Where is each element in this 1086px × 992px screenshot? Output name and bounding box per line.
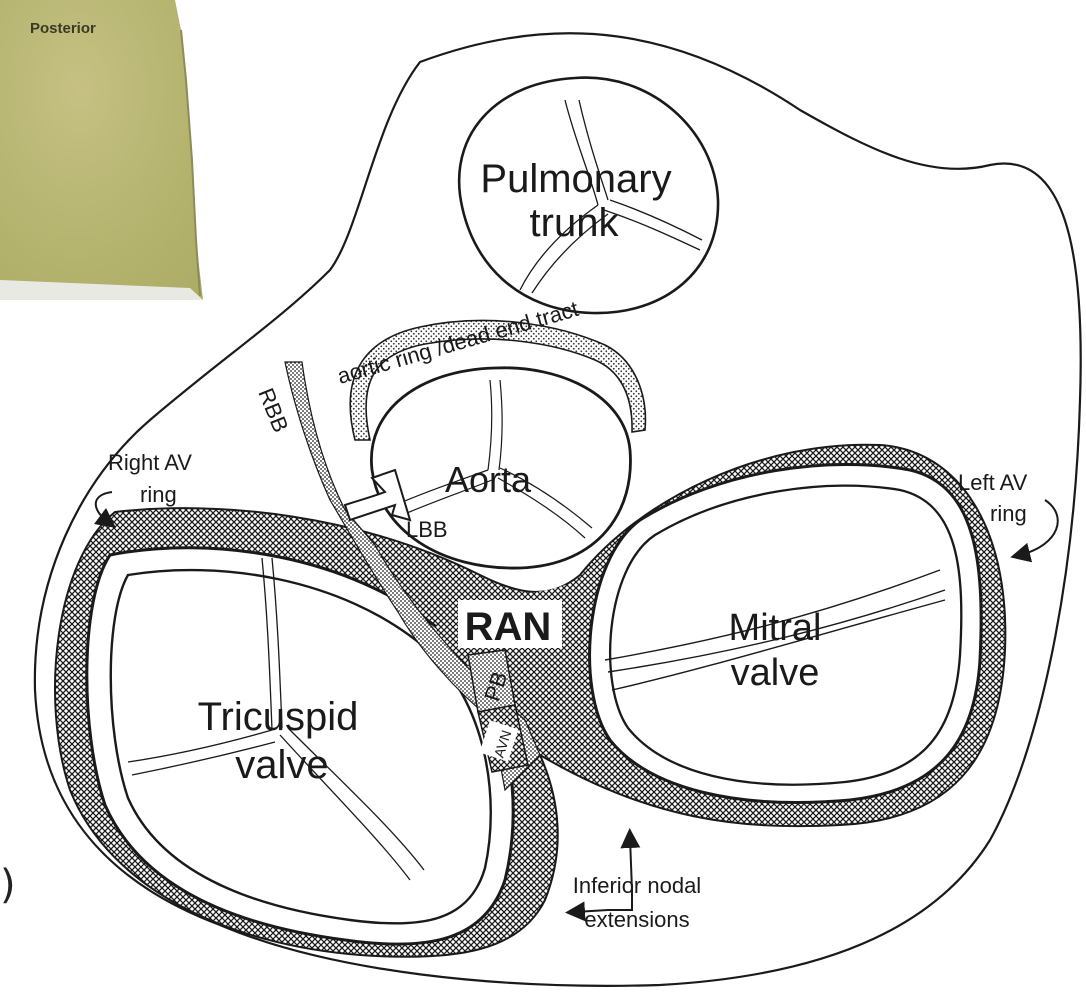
- right-av-label-line1: Right AV: [108, 450, 192, 475]
- lbb-label: LBB: [406, 517, 448, 542]
- pulmonary-label-line2: trunk: [530, 201, 620, 245]
- pulmonary-label-line1: Pulmonary: [480, 157, 671, 201]
- mitral-label-line2: valve: [731, 652, 820, 694]
- left-av-label-line2: ring: [990, 501, 1027, 526]
- aorta-label: Aorta: [445, 459, 532, 500]
- inferior-label-line1: Inferior nodal: [573, 873, 701, 898]
- ran-label: RAN: [465, 605, 552, 649]
- mitral-label-line1: Mitral: [729, 607, 822, 649]
- tricuspid-label-line2: valve: [235, 743, 328, 787]
- tricuspid-label-line1: Tricuspid: [198, 695, 359, 739]
- left-av-label-line1: Left AV: [958, 470, 1028, 495]
- right-av-label-line2: ring: [140, 482, 177, 507]
- inferior-label-line2: extensions: [584, 907, 689, 932]
